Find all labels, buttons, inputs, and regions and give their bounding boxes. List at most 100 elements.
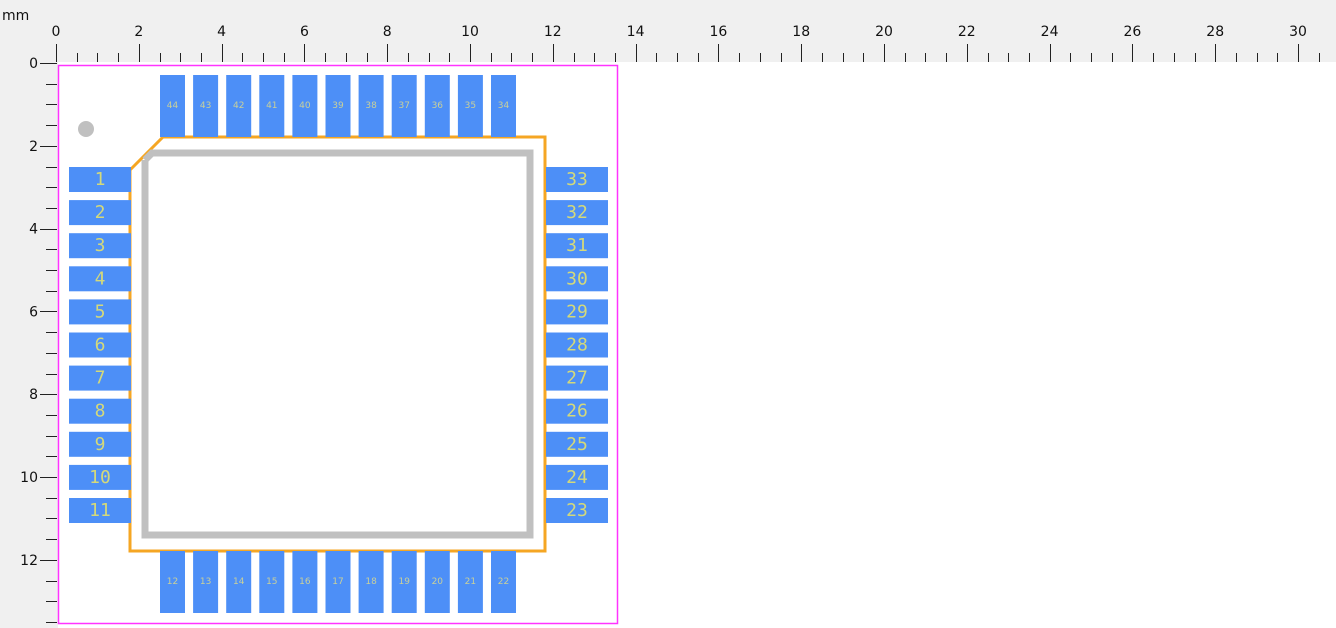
pad-number-label: 29 <box>566 301 588 322</box>
pad-17[interactable]: 17 <box>325 551 351 613</box>
units-label: mm <box>2 8 29 24</box>
pad-1[interactable]: 1 <box>69 167 131 192</box>
pad-24[interactable]: 24 <box>546 464 608 490</box>
pad-7[interactable]: 7 <box>69 365 131 391</box>
pad-14[interactable]: 14 <box>226 551 252 613</box>
pad-4[interactable]: 4 <box>69 266 131 292</box>
pad-number-label: 42 <box>233 101 244 111</box>
pad-31[interactable]: 31 <box>546 233 608 259</box>
pad-19[interactable]: 19 <box>391 551 417 613</box>
pad-number-label: 22 <box>498 577 509 587</box>
pad-rect <box>457 75 483 137</box>
pad-number-label: 32 <box>566 202 588 223</box>
pad-number-label: 35 <box>465 101 476 111</box>
pad-rect <box>160 551 185 613</box>
pad-44[interactable]: 44 <box>160 75 185 137</box>
pad-number-label: 43 <box>200 101 211 111</box>
pad-32[interactable]: 32 <box>546 200 608 226</box>
pad-13[interactable]: 13 <box>193 551 219 613</box>
pad-number-label: 19 <box>398 577 410 587</box>
pad-number-label: 12 <box>167 577 178 587</box>
pad-39[interactable]: 39 <box>325 75 351 137</box>
pad-rect <box>69 233 131 259</box>
pad-rect <box>391 75 417 137</box>
pad-18[interactable]: 18 <box>358 551 384 613</box>
pad-rect <box>193 75 219 137</box>
pad-rect <box>69 266 131 292</box>
x-ruler-label: 8 <box>383 24 392 40</box>
x-ruler-label: 0 <box>52 24 61 40</box>
pad-number-label: 44 <box>167 101 179 111</box>
pad-41[interactable]: 41 <box>259 75 285 137</box>
pad-27[interactable]: 27 <box>546 365 608 391</box>
pad-number-label: 3 <box>95 235 106 256</box>
pad-34[interactable]: 34 <box>491 75 516 137</box>
pad-rect <box>546 200 608 226</box>
pad-16[interactable]: 16 <box>292 551 318 613</box>
pad-number-label: 8 <box>95 401 106 422</box>
pad-number-label: 4 <box>95 268 106 289</box>
pad-rect <box>391 551 417 613</box>
pad-35[interactable]: 35 <box>457 75 483 137</box>
x-ruler-ticks <box>56 44 1320 62</box>
pad-42[interactable]: 42 <box>226 75 252 137</box>
pad-22[interactable]: 22 <box>491 551 516 613</box>
pad-15[interactable]: 15 <box>259 551 285 613</box>
pad-number-label: 23 <box>566 500 588 521</box>
pad-38[interactable]: 38 <box>358 75 384 137</box>
pad-10[interactable]: 10 <box>69 464 131 490</box>
pad-23[interactable]: 23 <box>546 498 608 523</box>
fab-outline <box>141 149 534 539</box>
pad-number-label: 16 <box>299 577 311 587</box>
pad-rect <box>259 551 285 613</box>
x-ruler-label: 2 <box>134 24 143 40</box>
pad-3[interactable]: 3 <box>69 233 131 259</box>
pad-11[interactable]: 11 <box>69 498 131 523</box>
pad-rect <box>325 551 351 613</box>
x-ruler-label: 18 <box>792 24 810 40</box>
pad-number-label: 25 <box>566 434 588 455</box>
pad-number-label: 36 <box>432 101 444 111</box>
x-ruler-label: 30 <box>1289 24 1307 40</box>
pad-29[interactable]: 29 <box>546 299 608 325</box>
pad-rect <box>546 365 608 391</box>
x-ruler-label: 4 <box>217 24 226 40</box>
x-ruler-label: 10 <box>461 24 479 40</box>
pad-43[interactable]: 43 <box>193 75 219 137</box>
pad-6[interactable]: 6 <box>69 332 131 358</box>
pad-20[interactable]: 20 <box>424 551 450 613</box>
pad-rect <box>325 75 351 137</box>
pad-21[interactable]: 21 <box>457 551 483 613</box>
x-ruler-label: 14 <box>627 24 645 40</box>
pad-36[interactable]: 36 <box>424 75 450 137</box>
pad-number-label: 6 <box>95 335 106 356</box>
pad-25[interactable]: 25 <box>546 431 608 457</box>
pad-12[interactable]: 12 <box>160 551 185 613</box>
x-ruler-label: 24 <box>1041 24 1059 40</box>
pad-number-label: 11 <box>89 500 111 521</box>
pad-8[interactable]: 8 <box>69 398 131 424</box>
pad-30[interactable]: 30 <box>546 266 608 292</box>
pad-rect <box>546 498 608 523</box>
pad-37[interactable]: 37 <box>391 75 417 137</box>
pad-rect <box>69 431 131 457</box>
y-ruler-label: 12 <box>20 553 38 569</box>
pad-rect <box>193 551 219 613</box>
pad-9[interactable]: 9 <box>69 431 131 457</box>
pad-5[interactable]: 5 <box>69 299 131 325</box>
pad-2[interactable]: 2 <box>69 200 131 226</box>
pad-33[interactable]: 33 <box>546 167 608 192</box>
pad-26[interactable]: 26 <box>546 398 608 424</box>
pad-40[interactable]: 40 <box>292 75 318 137</box>
y-ruler-label: 4 <box>29 222 38 238</box>
courtyard-outline <box>57 64 619 625</box>
pad-rect <box>69 167 131 192</box>
pad-rect <box>546 431 608 457</box>
x-ruler-label: 16 <box>709 24 727 40</box>
pad-rect <box>546 266 608 292</box>
pad-28[interactable]: 28 <box>546 332 608 358</box>
pad-rect <box>457 551 483 613</box>
x-ruler-label: 26 <box>1123 24 1141 40</box>
